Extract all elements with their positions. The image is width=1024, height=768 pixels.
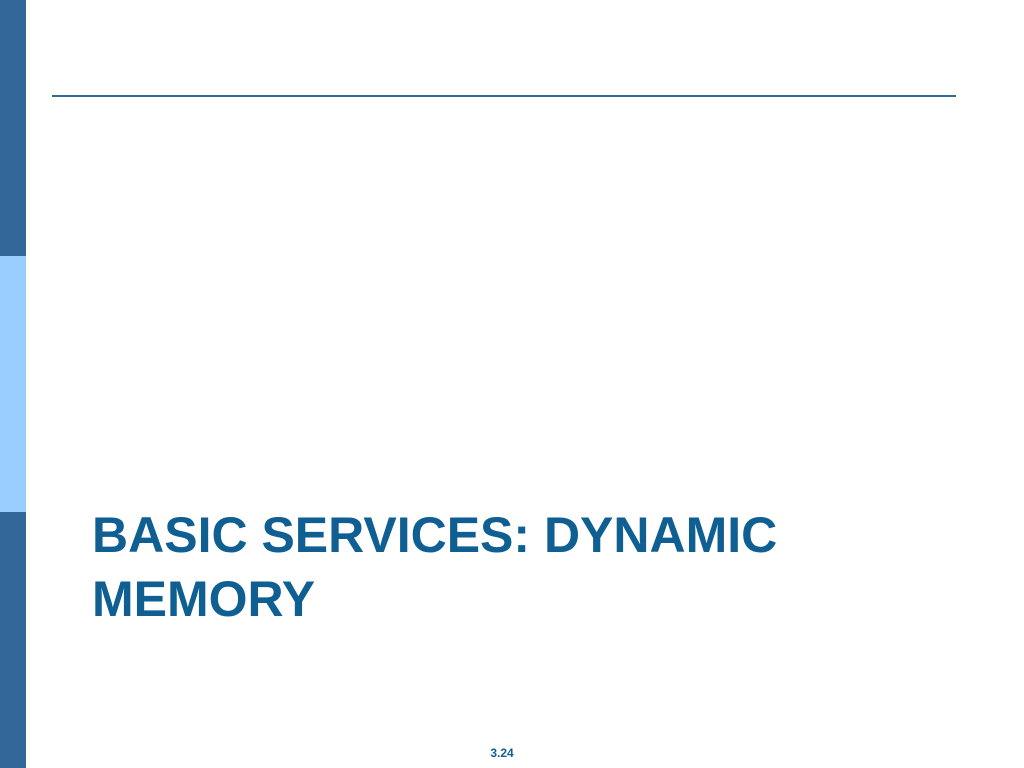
slide-title: Basic Services: Dynamic Memory bbox=[92, 503, 972, 631]
title-rule bbox=[52, 95, 956, 97]
side-bar-middle bbox=[0, 256, 26, 512]
slide-title-line-1: Basic Services: Dynamic bbox=[92, 507, 778, 563]
side-bar-bottom bbox=[0, 512, 26, 768]
side-bar-top bbox=[0, 0, 26, 256]
slide-title-line-2: Memory bbox=[92, 571, 316, 627]
page-number: 3.24 bbox=[490, 746, 514, 760]
